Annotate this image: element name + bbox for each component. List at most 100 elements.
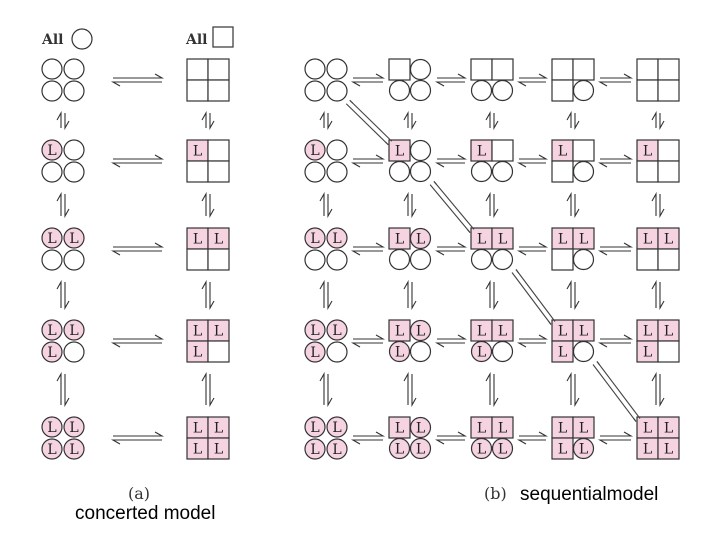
ligand-label: L [193,421,202,437]
ligand-label: L [416,421,425,437]
subunit-circle [63,227,85,249]
ligand-label: L [310,231,319,247]
ligand-label: L [47,323,56,339]
subunit-circle [304,80,326,102]
subunit-square [636,58,659,81]
equilibrium-arrow-horizontal [516,242,549,256]
subunit-square [207,79,230,102]
ligand-label: L [193,345,202,361]
subunit-square [657,160,680,183]
ligand-label: L [47,345,56,361]
ligand-label: L [416,442,425,458]
subunit-circle [41,416,63,438]
equilibrium-arrow-vertical [56,110,70,131]
ligand-label: L [214,232,223,248]
equilibrium-arrow-vertical [566,191,580,219]
equilibrium-arrow-vertical [319,279,333,311]
equilibrium-arrow-horizontal [516,334,549,348]
subunit-square [388,58,411,81]
hybrid-tetramer [470,58,514,102]
equilibrium-arrow-diagonal [592,361,641,422]
ligand-label: L [558,232,567,248]
equilibrium-arrow-horizontal [434,431,468,445]
equilibrium-arrow-vertical [566,110,580,131]
subunit-square [636,79,659,102]
equilibrium-arrow-vertical [651,191,665,219]
subunit-square [551,160,574,183]
all-tense-circle [71,28,93,50]
equilibrium-arrow-horizontal [434,73,468,87]
equilibrium-arrow-horizontal [597,73,634,87]
ligand-label: L [310,420,319,436]
equilibrium-arrow-horizontal [516,154,549,168]
ligand-label: L [558,144,567,160]
equilibrium-arrow-horizontal [350,154,386,168]
ligand-label: L [69,231,78,247]
ligand-label: L [558,442,567,458]
subunit-circle [388,248,411,271]
equilibrium-arrow-horizontal [434,334,468,348]
subunit-circle [63,58,85,80]
equilibrium-arrow-vertical [319,191,333,219]
ligand-label: L [416,324,425,340]
subunit-circle [388,437,411,460]
equilibrium-arrow-vertical [651,110,665,131]
subunit-circle [41,161,63,183]
subunit-square [636,248,659,271]
equilibrium-arrow-horizontal [110,154,165,168]
equilibrium-arrow-vertical [201,191,215,219]
equilibrium-arrow-vertical [485,371,499,408]
subunit-square [207,437,230,460]
subunit-circle [304,416,326,438]
subunit-square [470,58,493,81]
equilibrium-arrow-horizontal [350,431,386,445]
ligand-label: L [395,442,404,458]
hybrid-tetramer [636,58,680,102]
equilibrium-arrow-diagonal [429,181,475,233]
ligand-label: L [416,232,425,248]
subunit-circle [41,341,63,363]
subunit-square [657,58,680,81]
subunit-square [657,340,680,363]
equilibrium-arrow-vertical [201,371,215,408]
equilibrium-arrow-vertical [201,279,215,311]
all-label: All [41,32,64,48]
tense-circle-tetramer [41,58,85,102]
subunit-circle [304,58,326,80]
subunit-circle [409,79,432,102]
subunit-circle [572,79,595,102]
subunit-square [491,139,514,162]
subunit-circle [304,139,326,161]
subunit-circle [63,139,85,161]
equilibrium-arrow-horizontal [434,154,468,168]
subunit-circle [470,79,493,102]
equilibrium-arrow-horizontal [434,242,468,256]
subunit-circle [326,249,348,271]
tense-circle-tetramer [304,58,348,102]
subunit-square [636,160,659,183]
subunit-circle [326,80,348,102]
ligand-label: L [395,421,404,437]
subunit-circle [41,80,63,102]
ligand-label: L [643,421,652,437]
subunit-circle [409,227,432,250]
subunit-circle [41,319,63,341]
equilibrium-arrow-vertical [56,191,70,219]
ligand-label: L [477,442,486,458]
equilibrium-arrow-horizontal [110,334,165,348]
panel-b-tag: (b) [484,484,507,503]
ligand-label: L [477,421,486,437]
ligand-label: L [332,231,341,247]
